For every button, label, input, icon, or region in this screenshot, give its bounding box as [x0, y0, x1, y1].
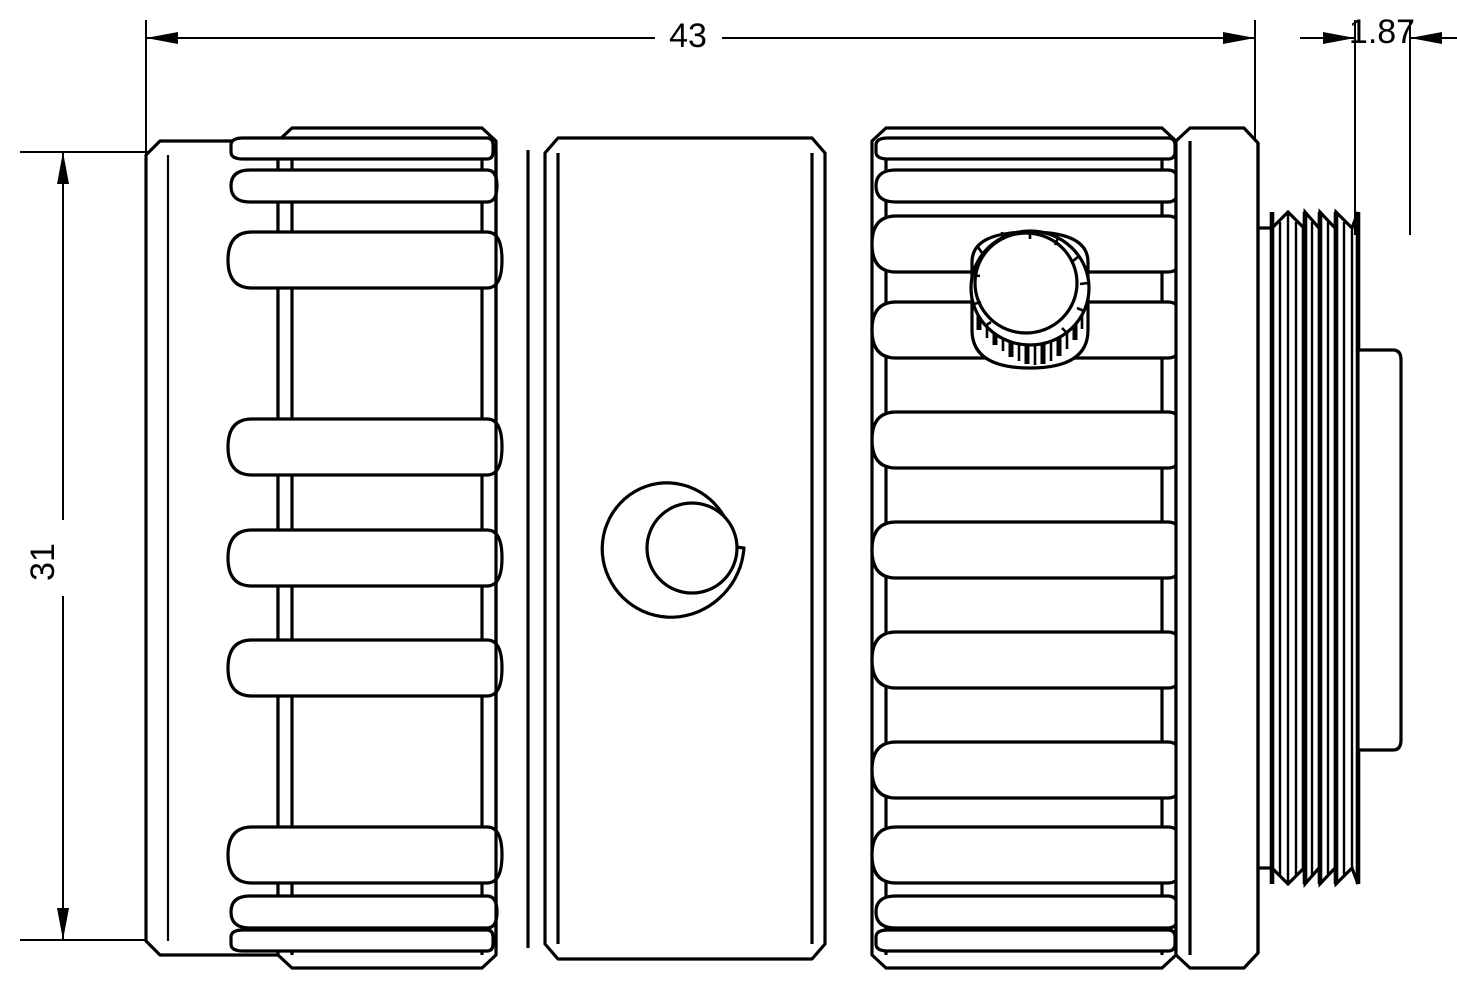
front-ring-ridge-5 [226, 528, 504, 588]
front-ring-ridge-2 [229, 168, 499, 204]
front-ring-ridge-8 [229, 894, 499, 930]
arrow-head-thread-left [1323, 32, 1355, 44]
front-ring-ridge-9 [229, 928, 495, 953]
front-ring-ridge-4 [226, 417, 504, 477]
arrow-head-top [57, 152, 69, 184]
dimension-overall-length: 43 [145, 17, 1256, 185]
rear-barrel-profile [1174, 126, 1260, 970]
arrow-head-thread-right [1410, 32, 1442, 44]
rear-knurled-zoom-ring[interactable] [870, 126, 1186, 970]
dimension-label-overall-length: 43 [669, 17, 707, 55]
thread-flank-lines [1269, 212, 1361, 884]
screw-head-inner-circle [645, 501, 739, 595]
front-inner-barrel-gap [494, 150, 530, 948]
dimension-label-thread-length: 1.87 [1349, 13, 1415, 51]
rear-element-tab-profile [1356, 348, 1403, 752]
rear-ring-ridge-6 [870, 520, 1186, 580]
arrow-head-left [146, 32, 178, 44]
front-ring-ridge-7 [226, 825, 504, 885]
knob-top-face [973, 231, 1079, 335]
c-mount-screw-thread [1258, 208, 1361, 888]
rear-ring-ridge-9 [870, 825, 1186, 885]
rear-ring-ridge-5 [870, 410, 1186, 470]
lens-hood-barrel [144, 139, 280, 957]
rear-ring-ridge-1 [874, 136, 1177, 161]
front-knurled-focus-ring[interactable] [226, 126, 504, 970]
rear-mount-barrel [1174, 126, 1260, 970]
rear-ring-ridge-8 [870, 740, 1186, 800]
arrow-head-bottom [57, 908, 69, 940]
rear-optical-element-tab [1356, 348, 1403, 752]
dimension-thread-length: 1.87 [1300, 13, 1457, 235]
front-ring-ridge-6 [226, 638, 504, 698]
arrow-head-right [1223, 32, 1255, 44]
large-knurled-lock-knob[interactable] [969, 229, 1091, 370]
rear-ring-ridge-2 [874, 168, 1181, 204]
front-ring-ridge-3 [226, 230, 504, 290]
dimension-label-overall-diameter: 31 [24, 543, 62, 581]
dimension-overall-diameter: 31 [20, 151, 160, 941]
front-ring-ridge-1 [229, 136, 495, 161]
rear-ring-ridge-10 [874, 894, 1181, 930]
knob-rim-knurl-ticks [971, 231, 1089, 334]
rear-ring-ridge-7 [870, 630, 1186, 690]
small-knurled-lock-screw[interactable] [600, 481, 746, 619]
rear-ring-ridge-11 [874, 928, 1177, 953]
